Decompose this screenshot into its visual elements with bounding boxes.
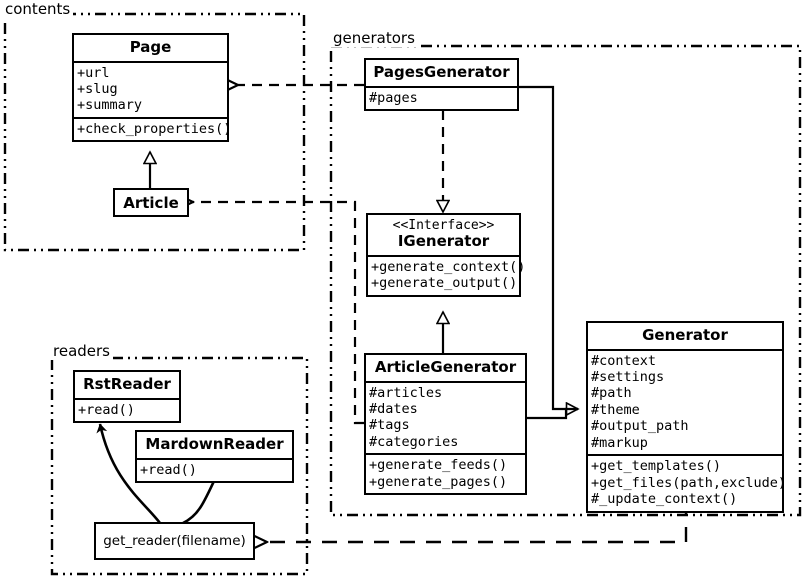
method-row: +generate_feeds() — [369, 457, 508, 474]
class-attributes-page: +url +slug +summary — [74, 60, 227, 117]
class-name-igenerator: <<Interface>> IGenerator — [368, 215, 519, 255]
method-row: +generate_output() — [371, 275, 518, 292]
class-name-pagesgenerator: PagesGenerator — [373, 63, 510, 81]
attribute-row: #tags — [369, 417, 410, 434]
attribute-row: #pages — [369, 89, 418, 106]
relation-articlegenerator-uses-article — [193, 202, 364, 425]
relation-pagesgenerator-extends-generator — [519, 85, 578, 409]
method-row: +check_properties() — [77, 120, 232, 137]
class-attributes-generator: #context #settings #path #theme #output_… — [588, 348, 782, 455]
package-label-generators: generators — [330, 29, 418, 47]
class-box-page[interactable]: Page +url +slug +summary +check_properti… — [72, 33, 232, 143]
method-row: +read() — [78, 401, 135, 418]
package-label-readers: readers — [50, 342, 113, 360]
package-label-contents: contents — [2, 0, 74, 18]
method-row: +generate_context() — [371, 258, 526, 275]
class-methods-generator: +get_templates() +get_files(path,exclude… — [588, 454, 787, 510]
class-attributes-pagesgenerator: #pages — [366, 85, 517, 109]
method-row: #_update_context() — [591, 491, 738, 508]
class-name-page: Page — [129, 38, 172, 56]
class-name-mardownreader: MardownReader — [145, 435, 284, 453]
class-methods-mardownreader: +read() — [137, 457, 292, 481]
class-box-pagesgenerator[interactable]: PagesGenerator #pages — [364, 58, 519, 111]
attribute-row: #dates — [369, 400, 418, 417]
class-methods-igenerator: +generate_context() +generate_output() — [368, 254, 526, 295]
function-box-get-reader[interactable]: get_reader(filename) — [94, 522, 255, 560]
class-name-generator: Generator — [642, 326, 728, 344]
class-name-rstreader: RstReader — [83, 375, 171, 393]
attribute-row: #context — [591, 352, 657, 369]
class-box-article[interactable]: Article — [113, 188, 189, 217]
class-box-rstreader[interactable]: RstReader +read() — [73, 370, 181, 423]
attribute-row: #settings — [591, 368, 665, 385]
attribute-row: +summary — [77, 97, 143, 114]
attribute-row: #categories — [369, 433, 459, 450]
attribute-row: #path — [591, 385, 632, 402]
attribute-row: +url — [77, 64, 110, 81]
method-row: +get_files(path,exclude) — [591, 474, 787, 491]
attribute-row: +slug — [77, 80, 118, 97]
class-attributes-articlegenerator: #articles #dates #tags #categories — [366, 380, 525, 454]
method-row: +get_templates() — [591, 458, 722, 475]
class-box-articlegenerator[interactable]: ArticleGenerator #articles #dates #tags … — [364, 353, 527, 496]
class-methods-page: +check_properties() — [74, 116, 232, 140]
stereotype-interface: <<Interface>> — [392, 218, 495, 233]
attribute-row: #theme — [591, 401, 640, 418]
class-methods-articlegenerator: +generate_feeds() +generate_pages() — [366, 453, 525, 493]
relation-articlegenerator-extends-generator — [527, 407, 578, 420]
class-box-mardownreader[interactable]: MardownReader +read() — [135, 430, 294, 483]
class-name-text: IGenerator — [397, 232, 490, 251]
class-methods-rstreader: +read() — [75, 397, 179, 421]
attribute-row: #output_path — [591, 418, 689, 435]
attribute-row: #markup — [591, 434, 648, 451]
attribute-row: #articles — [369, 384, 443, 401]
class-name-articlegenerator: ArticleGenerator — [374, 358, 517, 376]
method-row: +generate_pages() — [369, 473, 508, 490]
class-box-generator[interactable]: Generator #context #settings #path #them… — [586, 321, 787, 513]
class-box-igenerator[interactable]: <<Interface>> IGenerator +generate_conte… — [366, 213, 526, 297]
method-row: +read() — [140, 461, 197, 478]
